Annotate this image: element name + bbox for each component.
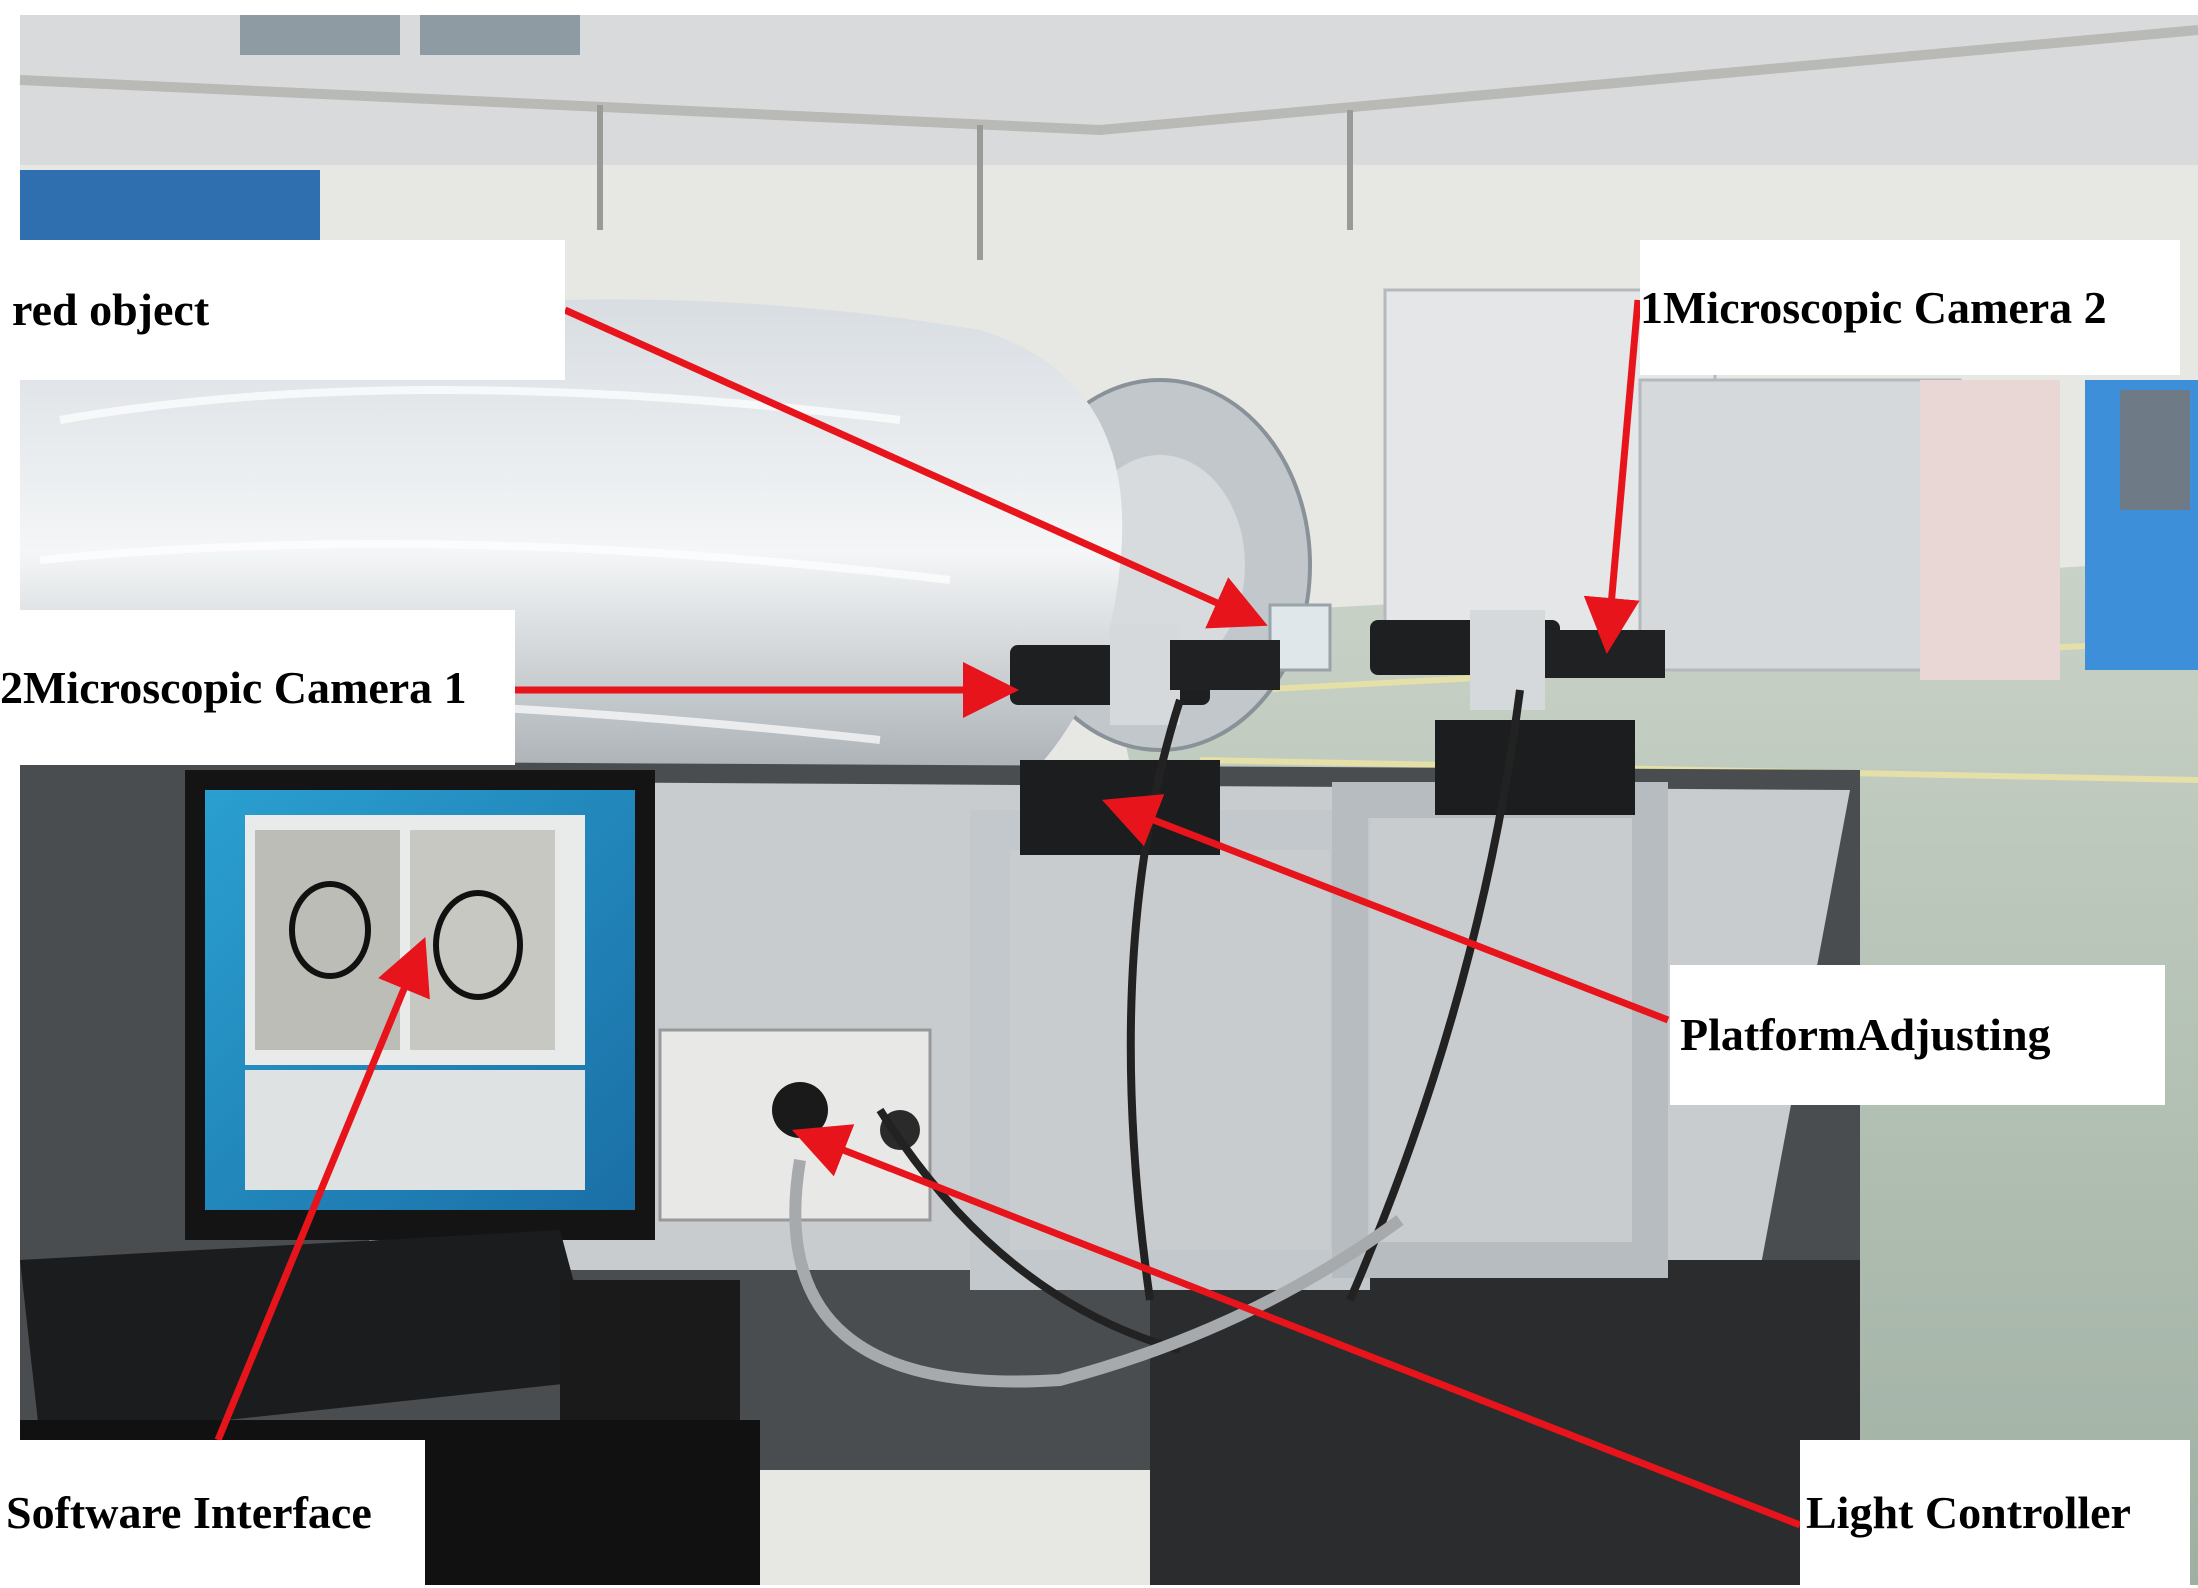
label-microscopic-camera-2: 1Microscopic Camera 2 bbox=[1640, 240, 2180, 375]
arrow-camera-2 bbox=[1583, 299, 1642, 654]
truss-supports bbox=[597, 105, 1353, 260]
chamber-side bbox=[1638, 378, 1962, 672]
label-microscopic-camera-1: 2Microscopic Camera 1 bbox=[0, 610, 515, 765]
arrow-measured-object bbox=[563, 306, 1268, 629]
arrow-platform-adjusting bbox=[1101, 794, 1670, 1024]
label-light-controller: Light Controller bbox=[1800, 1440, 2190, 1585]
chiller-grille bbox=[2120, 390, 2190, 510]
fiber-light-guide bbox=[789, 1159, 1404, 1388]
camera-1-mount bbox=[1110, 625, 1180, 725]
adjusting-stage-2 bbox=[1435, 720, 1635, 815]
ring-feature-left bbox=[289, 881, 371, 979]
pink-curtain bbox=[1920, 380, 2060, 680]
arrow-light-controller bbox=[791, 1124, 1802, 1529]
camera-2-mount bbox=[1470, 610, 1545, 710]
light-controller-knob bbox=[772, 1082, 828, 1138]
label-measured-object: red object bbox=[0, 240, 565, 380]
label-software-interface: Software Interface bbox=[0, 1440, 425, 1585]
window bbox=[420, 15, 580, 55]
router-box bbox=[560, 1280, 740, 1420]
label-platform-adjusting: PlatformAdjusting bbox=[1670, 965, 2165, 1105]
cables bbox=[876, 689, 1524, 1354]
window bbox=[240, 15, 400, 55]
camera-1-lens bbox=[1170, 640, 1280, 690]
ring-feature-right bbox=[433, 890, 523, 1000]
roof-truss bbox=[19, 25, 2198, 136]
keyboard bbox=[20, 1230, 600, 1440]
arrow-software-interface bbox=[214, 937, 430, 1442]
software-panel bbox=[245, 1070, 585, 1190]
image-pane-left bbox=[255, 830, 400, 1050]
